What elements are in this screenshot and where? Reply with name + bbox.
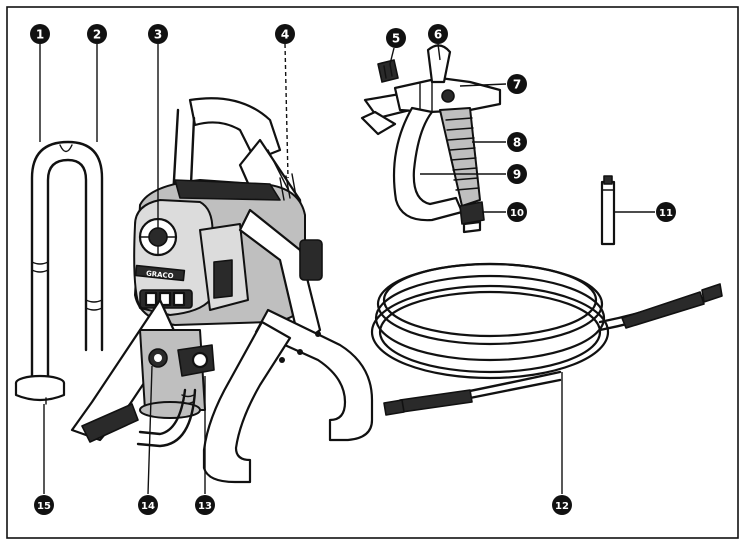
callout-8: 8 — [507, 132, 527, 152]
extension — [600, 175, 616, 246]
callout-13-label: 13 — [198, 501, 212, 512]
callout-2-label: 2 — [93, 28, 101, 42]
brand-mark-text: GRACO — [146, 270, 174, 281]
callout-9-label: 9 — [513, 168, 521, 182]
callout-6: 6 — [428, 24, 448, 44]
callout-1: 1 — [30, 24, 50, 44]
callout-10-label: 10 — [510, 208, 524, 219]
leader-4 — [284, 43, 289, 179]
callout-15: 15 — [34, 495, 54, 515]
callout-11: 11 — [656, 202, 676, 222]
callout-9: 9 — [507, 164, 527, 184]
callout-3: 3 — [148, 24, 168, 44]
callout-8-label: 8 — [513, 136, 521, 150]
callout-13: 13 — [195, 495, 215, 515]
callout-12-label: 12 — [555, 501, 569, 512]
callout-4: 4 — [275, 24, 295, 44]
leader-6 — [437, 43, 441, 61]
leader-14 — [147, 365, 153, 495]
callout-7-label: 7 — [513, 78, 521, 92]
callout-14: 14 — [138, 495, 158, 515]
leader-7 — [459, 83, 507, 87]
callout-5: 5 — [386, 28, 406, 48]
callout-2: 2 — [87, 24, 107, 44]
airless-hose — [370, 262, 723, 416]
callout-1-label: 1 — [36, 28, 44, 42]
callout-markers: 1 2 3 4 5 6 7 8 9 10 11 12 13 14 15 — [30, 24, 676, 515]
suction-tube — [14, 140, 104, 405]
spray-gun — [360, 44, 502, 234]
callout-4-label: 4 — [281, 28, 289, 42]
leader-5 — [389, 47, 395, 65]
callout-15-label: 15 — [37, 501, 51, 512]
sprayer-unit: GRACO — [70, 97, 374, 484]
callout-14-label: 14 — [141, 501, 155, 512]
callout-12: 12 — [552, 495, 572, 515]
callout-3-label: 3 — [154, 28, 162, 42]
callout-7: 7 — [507, 74, 527, 94]
callout-6-label: 6 — [434, 28, 442, 42]
callout-5-label: 5 — [392, 32, 400, 46]
diagram-frame — [6, 6, 739, 539]
callout-10: 10 — [507, 202, 527, 222]
callout-11-label: 11 — [659, 208, 673, 219]
leader-lines — [39, 43, 655, 495]
